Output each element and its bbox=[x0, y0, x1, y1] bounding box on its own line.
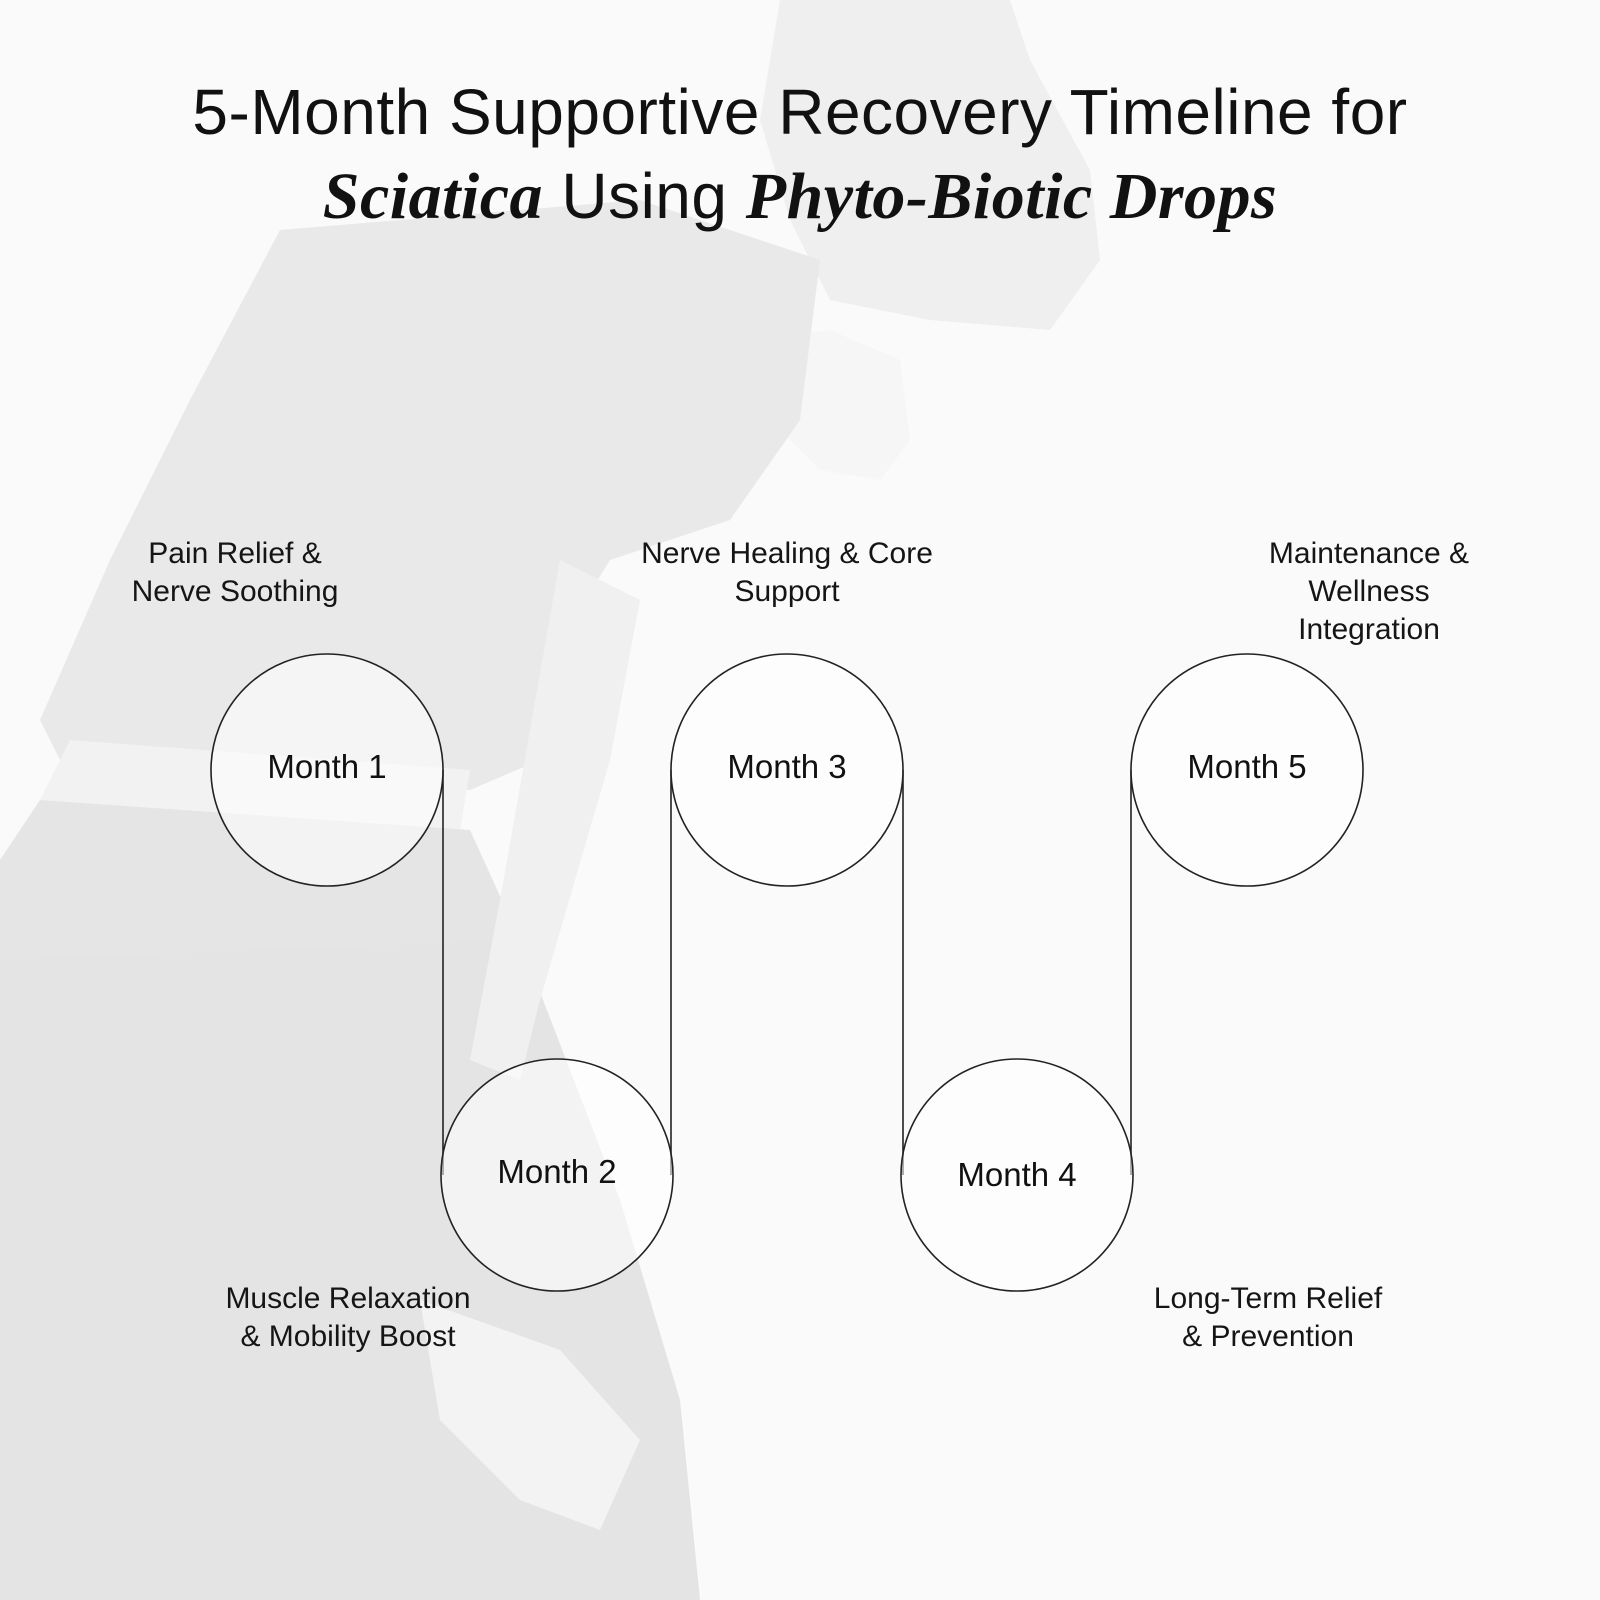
caption-line: & Prevention bbox=[1182, 1320, 1354, 1353]
caption-line: Nerve Healing & Core bbox=[641, 537, 933, 570]
caption-line: Muscle Relaxation bbox=[225, 1282, 471, 1315]
title-line-2: Sciatica Using Phyto-Biotic Drops bbox=[0, 156, 1600, 239]
caption-line: Nerve Soothing bbox=[131, 575, 339, 608]
month-4-circle bbox=[900, 1058, 1134, 1292]
month-4-label: Month 4 bbox=[957, 1156, 1077, 1193]
month-1-label: Month 1 bbox=[267, 748, 387, 785]
caption-line: Pain Relief & bbox=[148, 537, 322, 570]
title-product-name: Phyto-Biotic Drops bbox=[745, 160, 1278, 233]
title-using: Using bbox=[543, 160, 746, 232]
month-5-label: Month 5 bbox=[1187, 748, 1307, 785]
month-5-circle bbox=[1130, 653, 1364, 887]
month-2-circle bbox=[440, 1058, 674, 1292]
title-sciatica: Sciatica bbox=[322, 160, 544, 233]
torso-shape bbox=[40, 200, 820, 790]
month-3-caption: Nerve Healing & Core Support bbox=[597, 535, 977, 611]
caption-line: Long-Term Relief bbox=[1153, 1282, 1383, 1315]
month-3-circle bbox=[670, 653, 904, 887]
month-2-label: Month 2 bbox=[497, 1153, 617, 1190]
caption-line: Maintenance & bbox=[1268, 537, 1470, 570]
month-5-caption: Maintenance & Wellness Integration bbox=[1219, 535, 1519, 649]
caption-line: Integration bbox=[1298, 613, 1440, 646]
month-3-label: Month 3 bbox=[727, 748, 847, 785]
caption-line: & Mobility Boost bbox=[240, 1320, 456, 1353]
month-2-caption: Muscle Relaxation & Mobility Boost bbox=[188, 1280, 508, 1356]
arm-shape bbox=[470, 560, 640, 1080]
caption-line: Wellness bbox=[1308, 575, 1430, 608]
hair-shape bbox=[760, 0, 1100, 330]
caption-line: Support bbox=[734, 575, 840, 608]
hand-shape bbox=[420, 1300, 640, 1530]
page-title: 5-Month Supportive Recovery Timeline for… bbox=[0, 72, 1600, 239]
title-line-1: 5-Month Supportive Recovery Timeline for bbox=[192, 76, 1408, 148]
month-1-caption: Pain Relief & Nerve Soothing bbox=[85, 535, 385, 611]
month-4-caption: Long-Term Relief & Prevention bbox=[1113, 1280, 1423, 1356]
month-1-circle bbox=[210, 653, 444, 887]
